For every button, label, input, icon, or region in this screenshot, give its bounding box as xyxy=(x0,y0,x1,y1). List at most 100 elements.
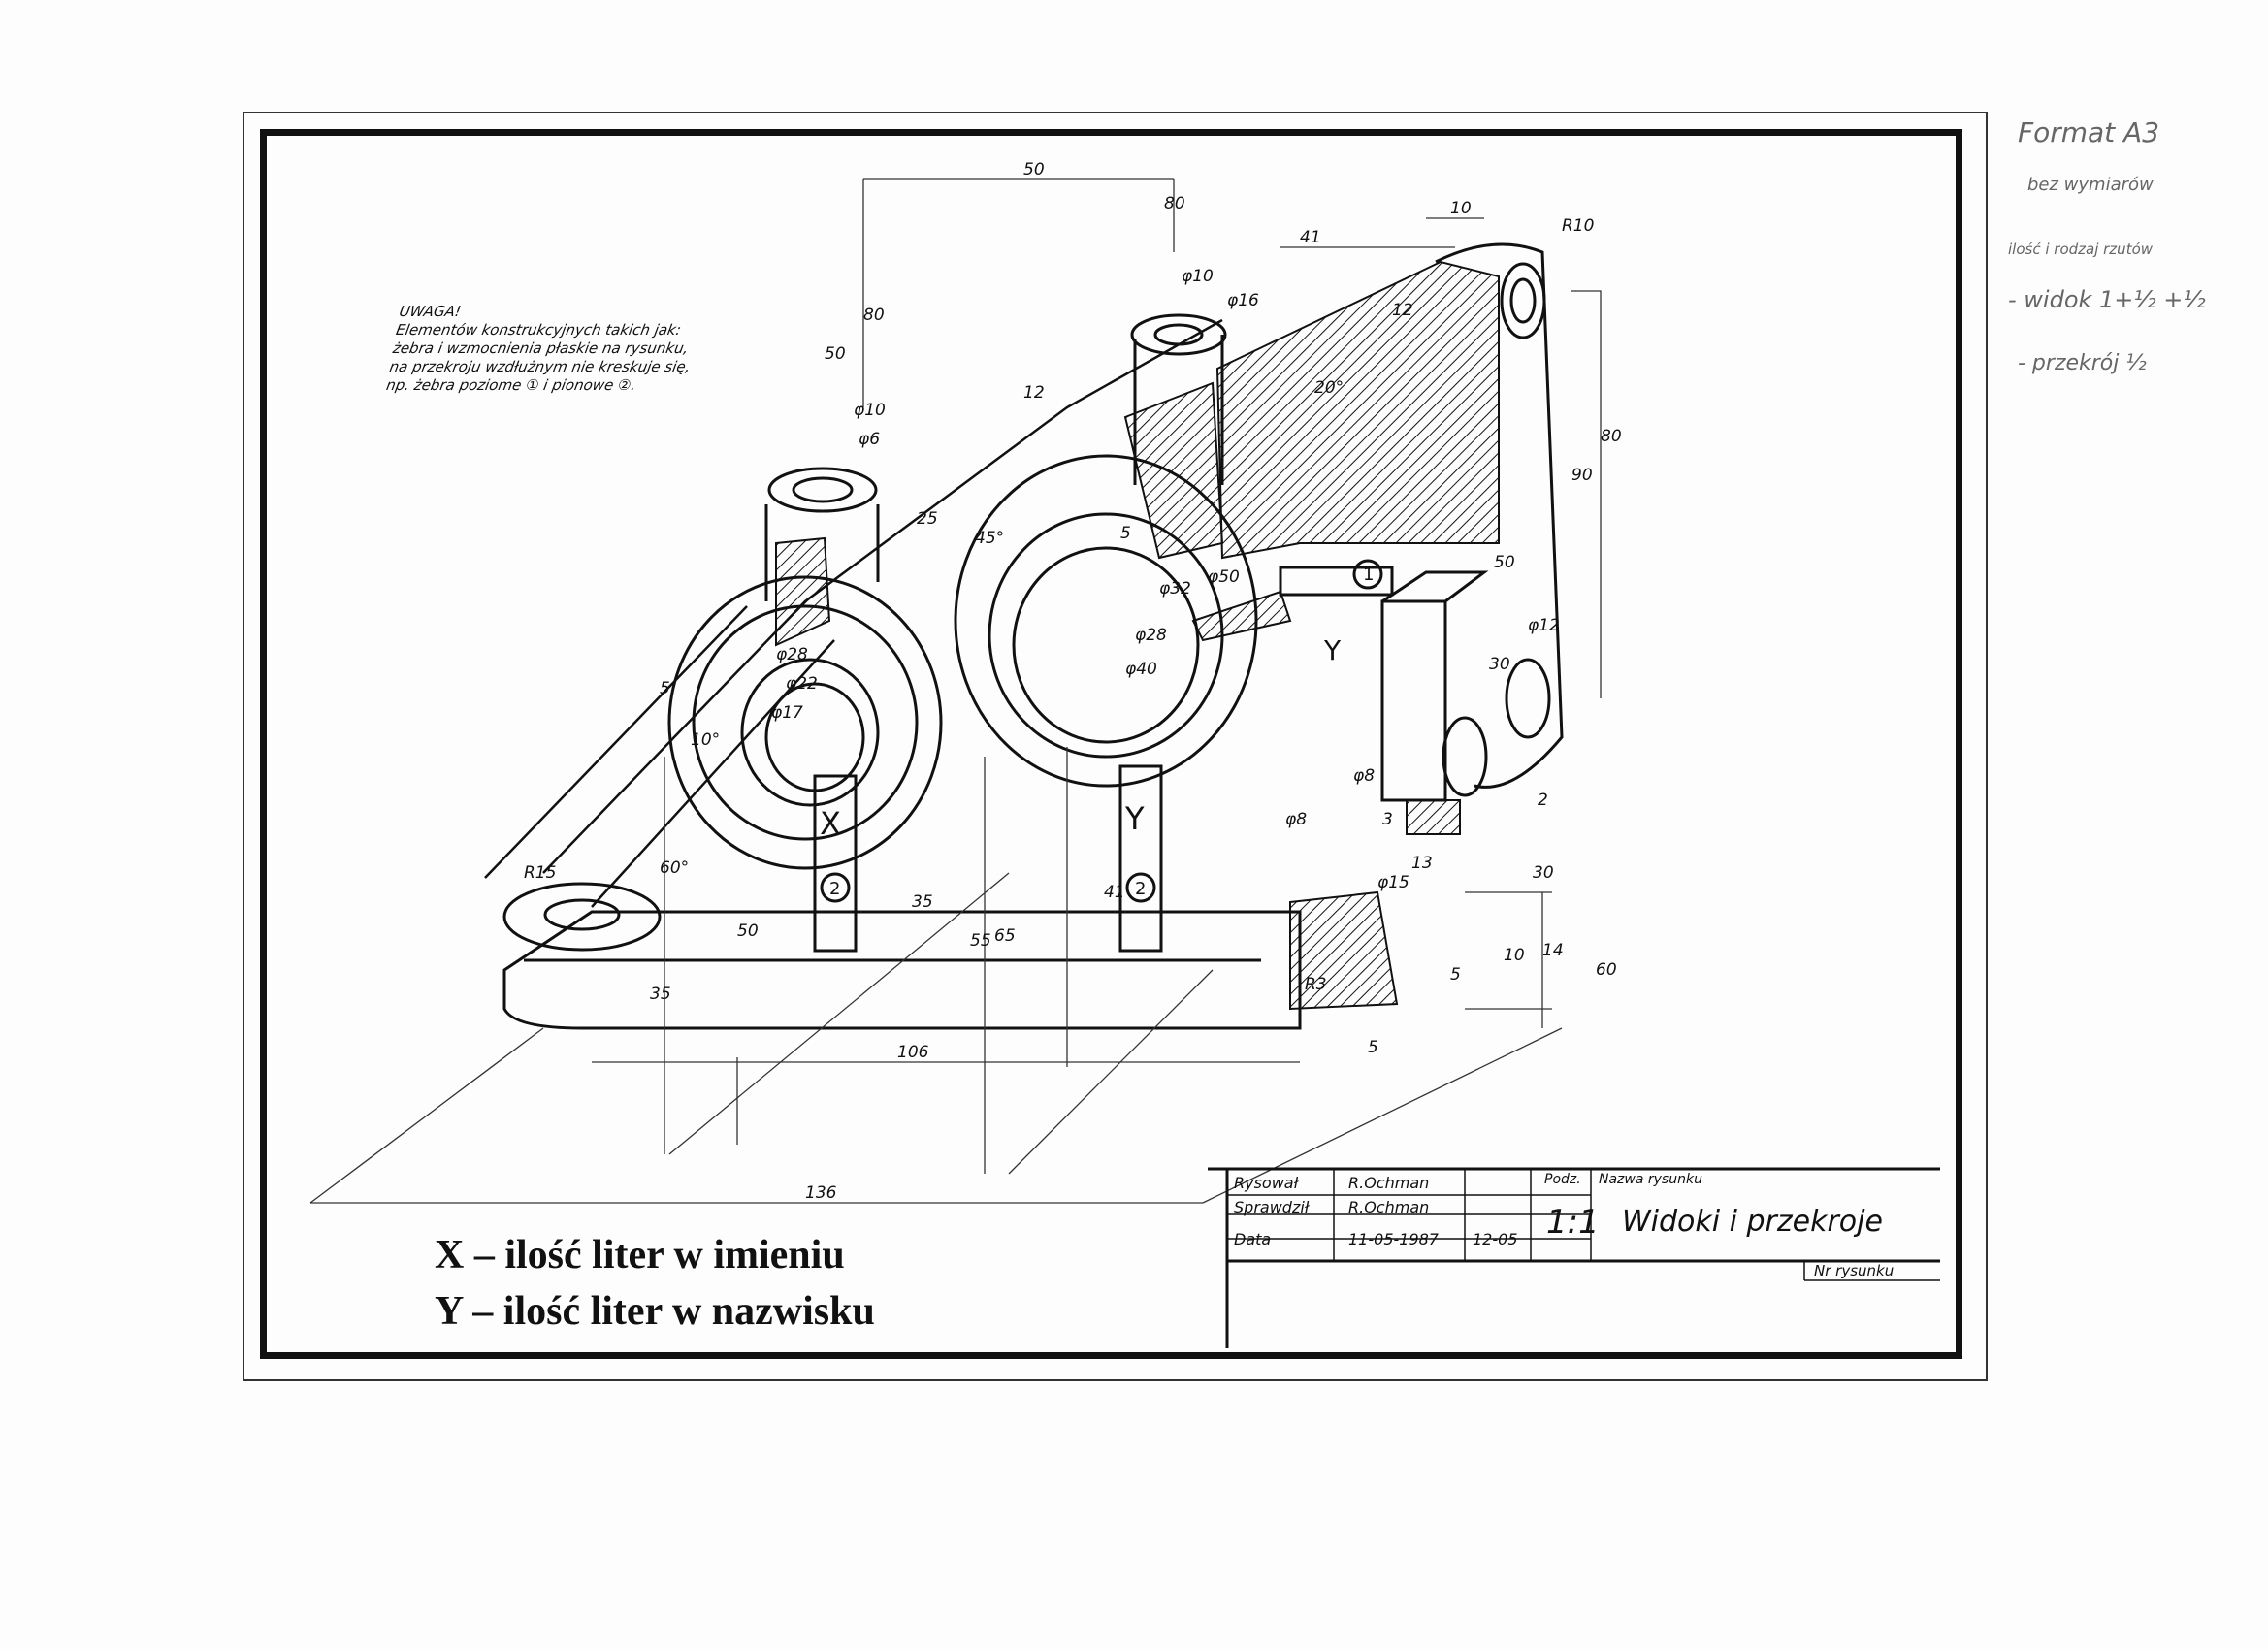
dim-phi17: φ17 xyxy=(771,703,803,723)
title-block-grid xyxy=(1208,1167,1940,1348)
note-heading: UWAGA! xyxy=(398,303,463,320)
dim-41: 41 xyxy=(1300,228,1321,247)
drawing-frame xyxy=(260,129,1962,1359)
note-line-4: np. żebra poziome ① i pionowe ②. xyxy=(384,376,638,394)
dim-2: 2 xyxy=(1538,791,1548,810)
base-plate xyxy=(502,882,1302,1030)
dim-5-mid: 5 xyxy=(1120,524,1131,543)
dim-phi6: φ6 xyxy=(859,430,880,449)
dim-14: 14 xyxy=(1542,941,1564,960)
dim-106: 106 xyxy=(897,1043,929,1062)
dim-12-mid: 12 xyxy=(1023,383,1045,403)
dim-55: 55 xyxy=(970,931,991,951)
tb-scale-label: Podz. xyxy=(1544,1172,1581,1187)
handwritten-section: - przekrój ½ xyxy=(2018,351,2147,375)
dim-phi8: φ8 xyxy=(1353,766,1375,786)
tb-date2: 12-05 xyxy=(1473,1230,1518,1248)
rib-marker-1 xyxy=(1352,559,1383,590)
handwritten-no-dims: bez wymiarów xyxy=(2027,175,2154,195)
dim-80-left: 80 xyxy=(863,306,885,325)
left-bore-boss xyxy=(667,467,943,870)
dim-90: 90 xyxy=(1571,466,1593,485)
dimension-lines xyxy=(309,178,1602,1204)
handwritten-format: Format A3 xyxy=(2018,116,2160,148)
vertical-ribs xyxy=(813,559,1394,953)
tb-drawn-by: R.Ochman xyxy=(1348,1174,1430,1192)
dim-45deg: 45° xyxy=(975,529,1004,548)
dim-phi28-left: φ28 xyxy=(776,645,808,664)
rib-number-2b: 2 xyxy=(1135,879,1146,899)
legend-y: Y – ilość liter w nazwisku xyxy=(435,1289,875,1334)
dim-41-b: 41 xyxy=(1104,883,1125,902)
dim-5-right: 5 xyxy=(1450,965,1461,985)
dim-13: 13 xyxy=(1411,854,1433,873)
dim-35-b: 35 xyxy=(912,892,933,912)
tb-date: 11-05-1987 xyxy=(1348,1230,1439,1248)
rib-number-2a: 2 xyxy=(829,879,840,899)
dim-50-base: 50 xyxy=(737,922,759,941)
dim-5-bottom: 5 xyxy=(1368,1038,1378,1057)
dim-20deg: 20° xyxy=(1314,378,1344,398)
dim-r10: R10 xyxy=(1562,216,1594,236)
rib-marker-2a xyxy=(820,872,851,903)
dim-phi10-left: φ10 xyxy=(854,401,886,420)
tb-scale: 1:1 xyxy=(1546,1203,1600,1242)
tb-checked-label: Sprawdził xyxy=(1234,1198,1310,1216)
rib-label-x: X xyxy=(820,805,841,842)
legend-x: X – ilość liter w imieniu xyxy=(435,1233,845,1277)
dim-50: 50 xyxy=(1023,160,1045,179)
section-hatching xyxy=(775,260,1500,1011)
dim-phi12: φ12 xyxy=(1528,616,1560,635)
tb-date-label: Data xyxy=(1234,1230,1272,1248)
rib-number-1: 1 xyxy=(1363,565,1374,585)
dim-60deg: 60° xyxy=(660,858,689,878)
dim-80-right: 80 xyxy=(1601,427,1622,446)
dim-25: 25 xyxy=(917,509,938,529)
dim-r15: R15 xyxy=(524,863,556,883)
scanned-sheet-outline xyxy=(243,112,1988,1381)
dim-30: 30 xyxy=(1489,655,1510,674)
tb-name-label: Nazwa rysunku xyxy=(1599,1172,1702,1187)
dimension-texts: 50 80 10 41 R10 φ10 φ16 12 20° 50 80 φ10… xyxy=(524,160,1622,1203)
dim-phi8-b: φ8 xyxy=(1285,810,1307,829)
note-line-2: żebra i wzmocnienia płaskie na rysunku, xyxy=(391,340,691,357)
construction-note: UWAGA! Elementów konstrukcyjnych takich … xyxy=(385,303,751,395)
tb-drawn-label: Rysował xyxy=(1234,1174,1299,1192)
dim-r3: R3 xyxy=(1305,975,1327,994)
dim-phi40: φ40 xyxy=(1125,660,1157,679)
dim-50-left: 50 xyxy=(825,344,846,364)
dim-10-b: 10 xyxy=(1504,946,1525,965)
dim-35: 35 xyxy=(650,985,671,1004)
dim-phi22: φ22 xyxy=(786,674,818,694)
rib-marker-2b xyxy=(1125,872,1156,903)
dim-phi15: φ15 xyxy=(1377,873,1409,892)
dim-3: 3 xyxy=(1382,810,1393,829)
rib-label-y: Y xyxy=(1124,800,1145,837)
dim-65: 65 xyxy=(994,926,1016,946)
tb-name: Widoki i przekroje xyxy=(1622,1205,1883,1239)
dim-50-right: 50 xyxy=(1494,553,1515,572)
dim-phi10-top: φ10 xyxy=(1182,267,1214,286)
vertical-end-plate xyxy=(1380,242,1564,802)
dim-phi16: φ16 xyxy=(1227,291,1259,310)
tb-checked-by: R.Ochman xyxy=(1348,1198,1430,1216)
dim-30-b: 30 xyxy=(1533,863,1554,883)
handwritten-view: - widok 1+½ +½ xyxy=(2008,286,2206,313)
note-line-1: Elementów konstrukcyjnych takich jak: xyxy=(394,321,683,339)
label-y-upper: Y xyxy=(1323,634,1342,666)
dim-136: 136 xyxy=(805,1183,837,1203)
dim-12: 12 xyxy=(1392,301,1413,320)
dim-60: 60 xyxy=(1596,960,1617,980)
note-line-3: na przekroju wzdłużnym nie kreskuje się, xyxy=(388,358,693,375)
dim-5-left: 5 xyxy=(660,679,670,698)
dim-phi28: φ28 xyxy=(1135,626,1167,645)
dim-phi50: φ50 xyxy=(1208,567,1240,587)
tb-number-label: Nr rysunku xyxy=(1814,1262,1895,1279)
dim-10: 10 xyxy=(1450,199,1472,218)
inclined-rib xyxy=(484,318,1223,908)
dim-phi32: φ32 xyxy=(1159,579,1191,598)
dim-10deg: 10° xyxy=(691,730,720,750)
handwritten-views-count: ilość i rodzaj rzutów xyxy=(2008,241,2154,258)
dim-80: 80 xyxy=(1164,194,1185,213)
